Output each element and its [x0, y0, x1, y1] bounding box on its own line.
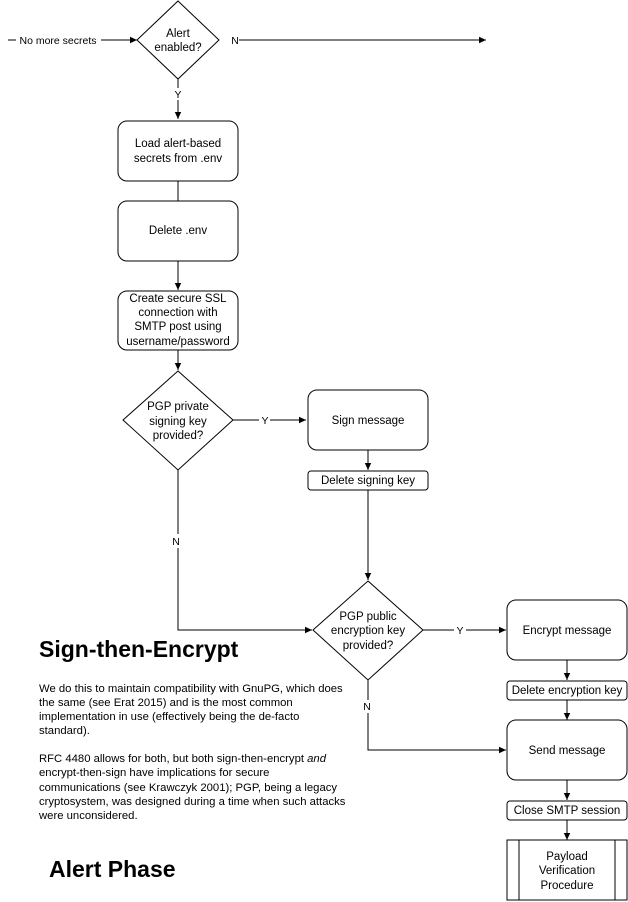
- process-encrypt-message: Encrypt message: [506, 599, 628, 661]
- edge-label-alert-no: N: [231, 35, 239, 47]
- note-paragraph-2-start: RFC 4480 allows for both, but both sign-…: [39, 753, 308, 766]
- decision-pgp-private: PGP private signing key provided?: [122, 370, 234, 471]
- decision-pgp-private-line-1: PGP private: [147, 401, 209, 413]
- decision-pgp-public-line-1: PGP public: [339, 611, 397, 623]
- edge-label-private-no: N: [172, 536, 180, 548]
- edge-label-alert-yes: Y: [174, 89, 181, 101]
- process-sign-message-line-1: Sign message: [332, 415, 405, 427]
- decision-pgp-private-line-2: signing key: [149, 416, 207, 428]
- process-create-ssl: Create secure SSL connection with SMTP p…: [117, 290, 239, 351]
- process-create-ssl-line-1: Create secure SSL: [129, 293, 227, 305]
- process-delete-signing-key: Delete signing key: [307, 470, 429, 491]
- process-delete-signing-key-line-1: Delete signing key: [321, 475, 415, 487]
- subprocess-payload-verification-line-3: Procedure: [540, 880, 593, 892]
- decision-pgp-private-line-3: provided?: [153, 430, 204, 442]
- process-close-smtp: Close SMTP session: [506, 800, 628, 821]
- process-load-secrets-line-2: secrets from .env: [134, 153, 222, 165]
- decision-alert-enabled-line-1: Alert: [166, 28, 190, 40]
- process-encrypt-message-line-1: Encrypt message: [523, 625, 612, 637]
- process-delete-encryption-key: Delete encryption key: [506, 680, 628, 701]
- process-delete-encryption-key-line-1: Delete encryption key: [512, 685, 623, 697]
- note-paragraph-2: RFC 4480 allows for both, but both sign-…: [39, 752, 351, 822]
- process-sign-message: Sign message: [307, 389, 429, 451]
- process-create-ssl-line-2: connection with: [138, 307, 217, 319]
- decision-alert-enabled: Alert enabled?: [136, 0, 220, 80]
- edge-private-no-b: [177, 548, 312, 634]
- edge-label-public-yes: Y: [456, 625, 463, 637]
- process-send-message: Send message: [506, 719, 628, 781]
- process-send-message-line-1: Send message: [529, 745, 606, 757]
- process-create-ssl-line-4: username/password: [126, 336, 230, 348]
- edge-label-no-more-secrets: No more secrets: [19, 35, 96, 47]
- process-close-smtp-line-1: Close SMTP session: [514, 805, 621, 817]
- decision-alert-enabled-line-2: enabled?: [154, 42, 201, 54]
- subprocess-payload-verification-line-1: Payload: [546, 851, 588, 863]
- phase-title: Alert Phase: [49, 856, 176, 882]
- decision-pgp-public-line-3: provided?: [343, 640, 394, 652]
- process-delete-env-line-1: Delete .env: [149, 225, 207, 237]
- note-body: We do this to maintain compatibility wit…: [39, 682, 351, 837]
- edge-public-no-b: [367, 713, 506, 754]
- subprocess-payload-verification-line-2: Verification: [539, 865, 595, 877]
- note-title: Sign-then-Encrypt: [39, 636, 239, 662]
- note-paragraph-1: We do this to maintain compatibility wit…: [39, 683, 343, 738]
- decision-pgp-public: PGP public encryption key provided?: [312, 580, 424, 681]
- note-paragraph-2-end: encrypt-then-sign have implications for …: [39, 767, 346, 822]
- edge-label-private-yes: Y: [261, 415, 268, 427]
- decision-pgp-public-line-2: encryption key: [331, 625, 405, 637]
- process-load-secrets-line-1: Load alert-based: [135, 138, 221, 150]
- process-delete-env: Delete .env: [117, 200, 239, 262]
- note-paragraph-2-emphasis: and: [307, 753, 326, 766]
- process-create-ssl-line-3: SMTP post using: [134, 321, 221, 333]
- process-load-secrets: Load alert-based secrets from .env: [117, 120, 239, 182]
- subprocess-payload-verification: Payload Verification Procedure: [506, 839, 628, 901]
- edge-label-public-no: N: [363, 701, 371, 713]
